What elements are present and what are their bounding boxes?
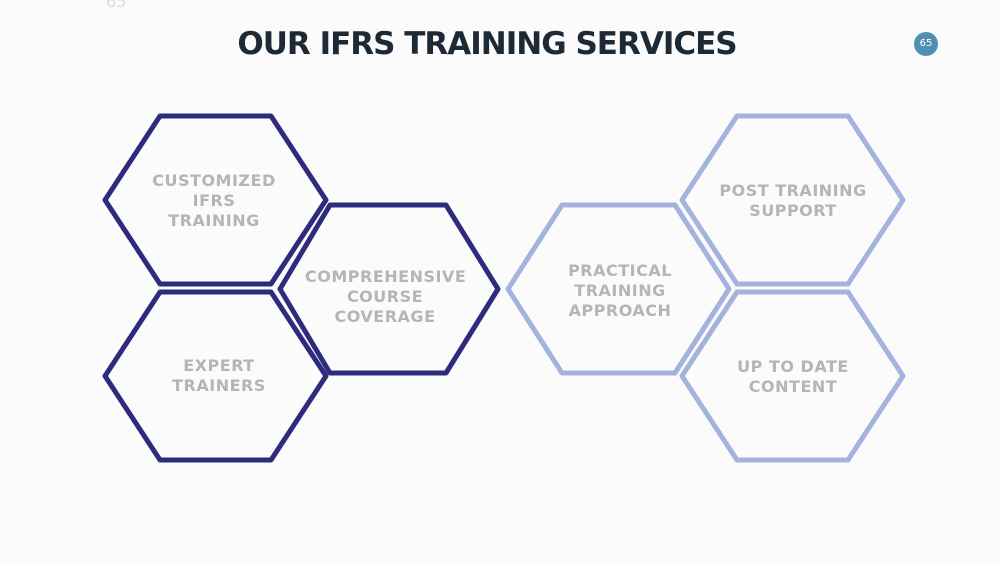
label-up-to-date-content: UP TO DATE CONTENT	[737, 357, 849, 396]
label-customized-ifrs-training: CUSTOMIZED IFRS TRAINING	[152, 171, 276, 230]
hexagon-expert-trainers	[102, 289, 329, 463]
slide-title: OUR IFRS TRAINING SERVICES	[237, 26, 737, 62]
hexagon-post-training-support	[679, 113, 906, 287]
hexagon-up-to-date-content	[679, 289, 906, 463]
label-expert-trainers: EXPERT TRAINERS	[172, 356, 266, 395]
hexagon-comprehensive-course-coverage	[277, 202, 501, 376]
ghost-slide-number: 65	[106, 0, 127, 11]
hexagon-customized-ifrs-training	[102, 113, 329, 287]
page-number-badge: 65	[914, 32, 938, 56]
label-post-training-support: POST TRAINING SUPPORT	[719, 181, 867, 220]
label-practical-training-approach: PRACTICAL TRAINING APPROACH	[568, 261, 672, 320]
label-comprehensive-course-coverage: COMPREHENSIVE COURSE COVERAGE	[305, 267, 467, 326]
hexagon-practical-training-approach	[505, 202, 732, 376]
